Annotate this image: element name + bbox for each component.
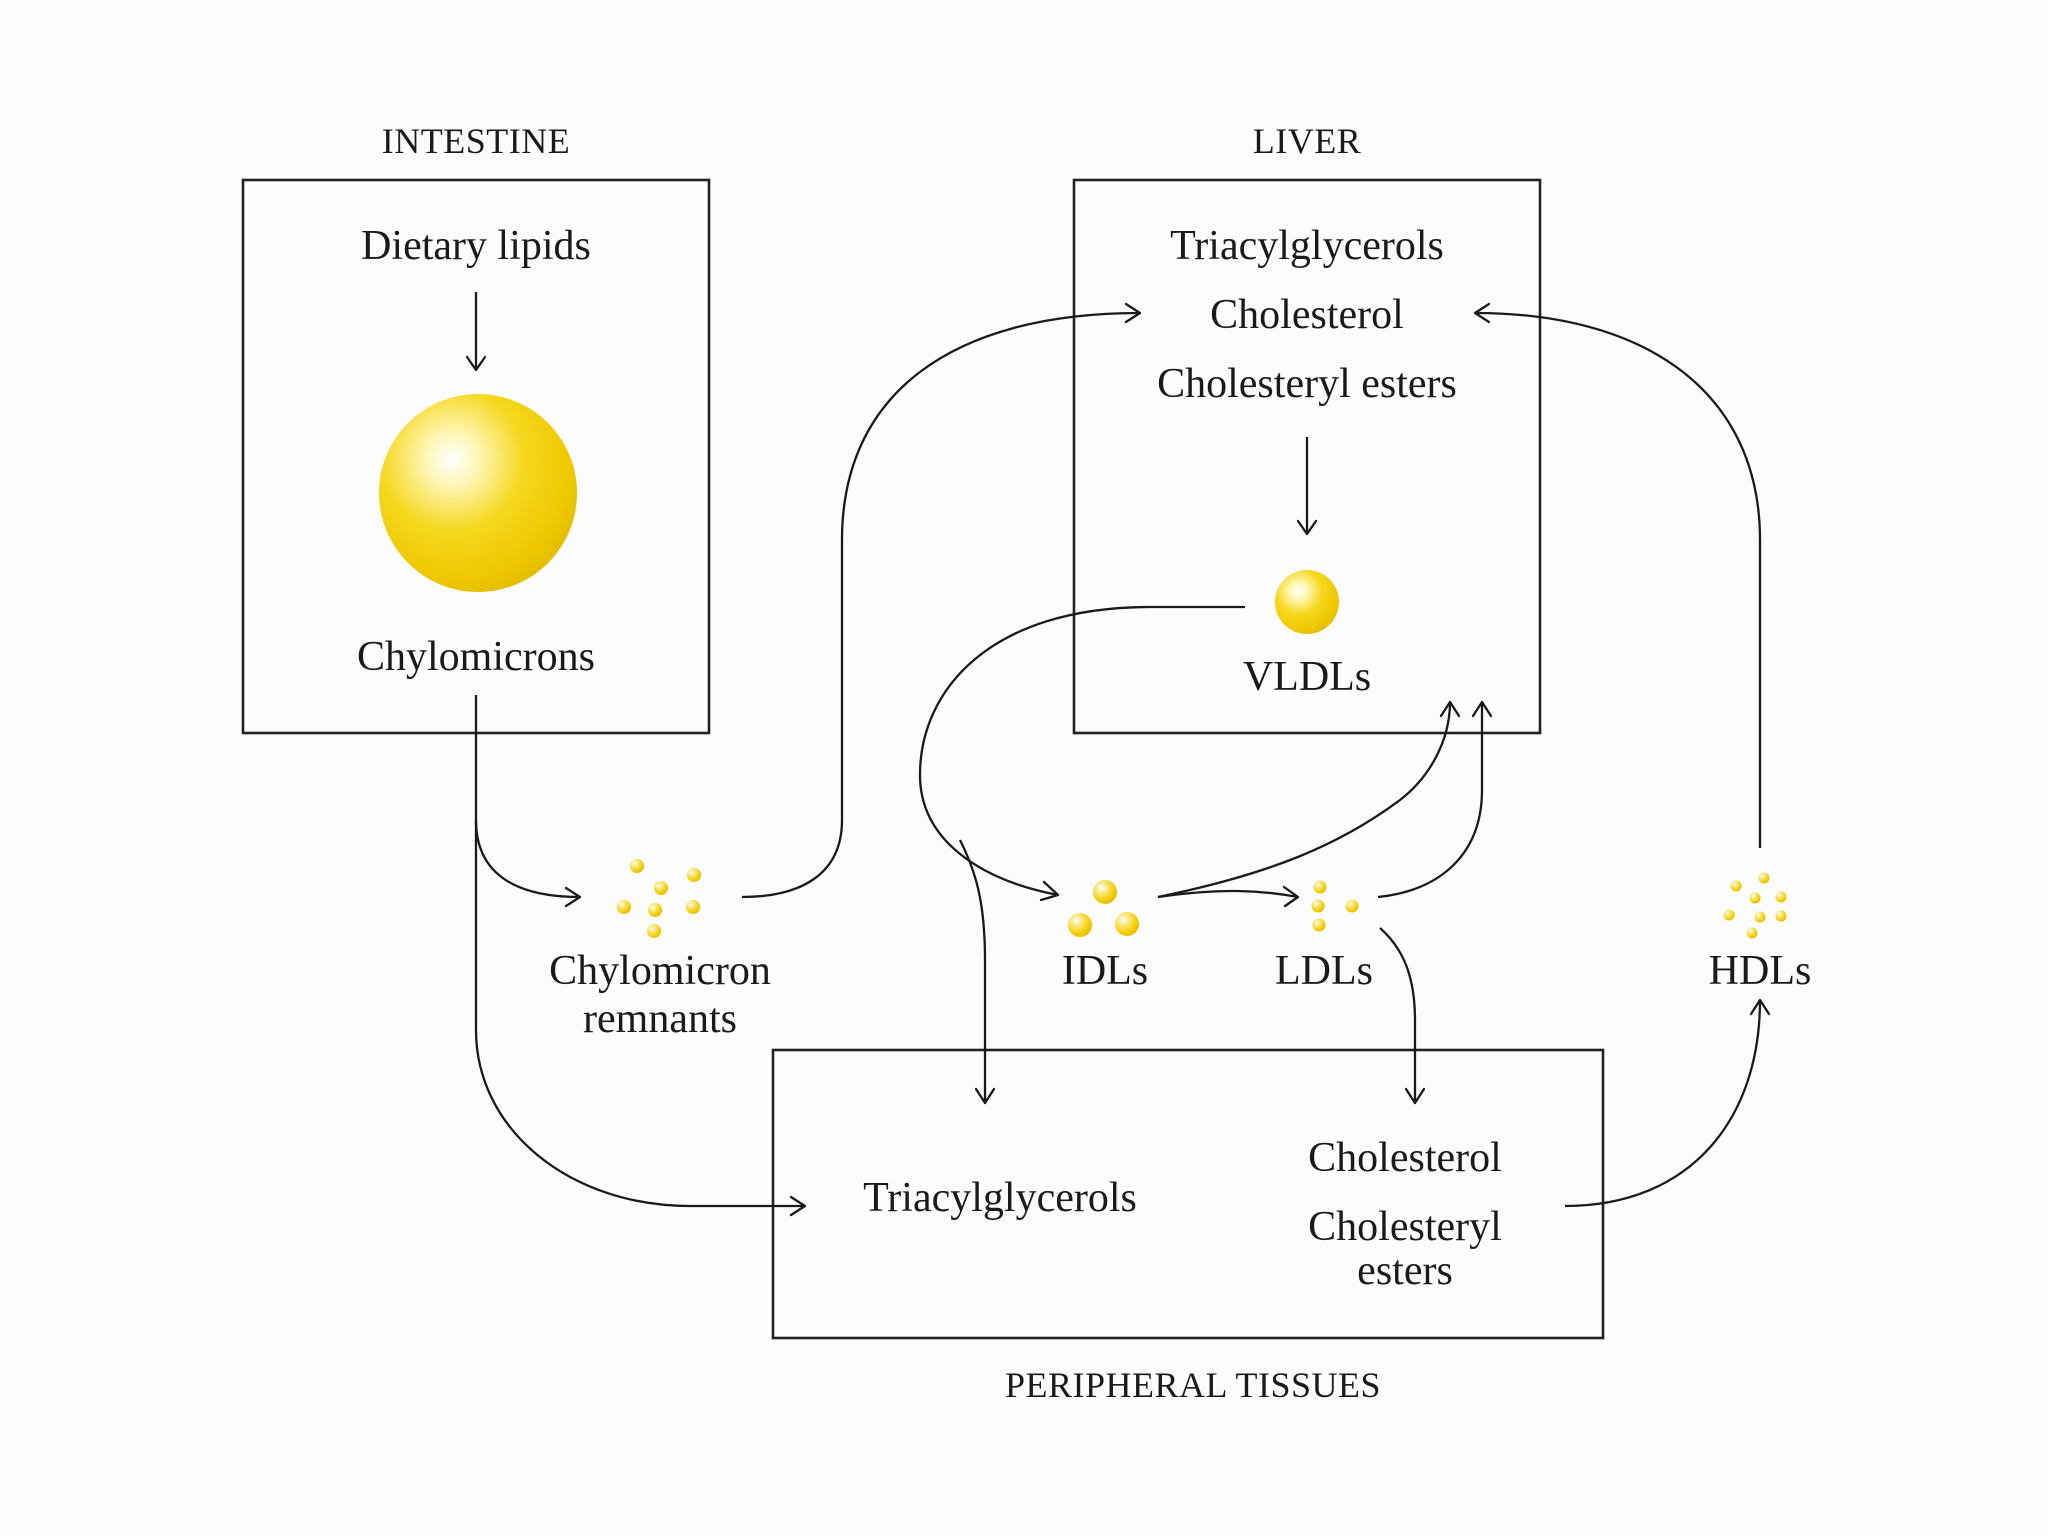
remnants-to-liver-arrow <box>741 302 1142 899</box>
chylomicrons-to-peripheral-arrow <box>474 820 807 1217</box>
vldl-to-idl-arrow <box>918 605 1245 902</box>
peripheral-cholesteryl-label-line1: Cholesteryl <box>1308 1204 1502 1250</box>
idl-to-ldl-arrow <box>1157 885 1300 908</box>
chylomicrons-to-remnants-arrow <box>474 695 582 908</box>
peripheral-triacylglycerols-label: Triacylglycerols <box>863 1175 1137 1221</box>
dietary-to-chylomicron-arrow <box>465 292 487 372</box>
ldl-to-liver-arrow <box>1377 700 1493 899</box>
liver-box <box>1072 178 1542 735</box>
idl-to-liver-arrow <box>1157 700 1461 899</box>
chylomicrons-label: Chylomicrons <box>357 634 595 680</box>
chylomicron-particle-icon <box>379 394 577 592</box>
hdl-to-liver-arrow <box>1473 302 1762 848</box>
peripheral-tissues-box <box>771 1048 1605 1340</box>
vldl-particle-icon <box>1275 570 1339 634</box>
idls-icon <box>1068 880 1139 937</box>
peripheral-cholesterol-label: Cholesterol <box>1308 1135 1502 1181</box>
vldls-label: VLDLs <box>1243 654 1371 700</box>
hdls-label: HDLs <box>1709 948 1812 994</box>
ldl-to-peripheral-cholesterol-arrow <box>1379 927 1426 1105</box>
chylomicron-remnants-icon <box>617 859 701 938</box>
liver-label: LIVER <box>1253 121 1361 161</box>
liver-cholesteryl-esters-label: Cholesteryl esters <box>1157 361 1457 407</box>
chylomicron-remnants-label-line2: remnants <box>583 996 737 1042</box>
vldl-to-peripheral-triacylglycerols-arrow <box>958 839 996 1105</box>
ldls-icon <box>1311 880 1359 932</box>
ldls-label: LDLs <box>1275 948 1373 994</box>
peripheral-tissues-label: PERIPHERAL TISSUES <box>1005 1365 1381 1405</box>
liver-cholesterol-label: Cholesterol <box>1210 292 1404 338</box>
intestine-label: INTESTINE <box>382 121 570 161</box>
chylomicron-remnants-label-line1: Chylomicron <box>549 948 771 994</box>
peripheral-cholesteryl-label-line2: esters <box>1357 1248 1453 1294</box>
dietary-lipids-label: Dietary lipids <box>361 223 591 269</box>
idls-label: IDLs <box>1062 948 1148 994</box>
hdls-icon <box>1723 872 1787 939</box>
peripheral-to-hdl-arrow <box>1564 998 1771 1208</box>
liver-triacylglycerols-label: Triacylglycerols <box>1170 223 1444 269</box>
liver-to-vldl-arrow <box>1296 437 1318 536</box>
